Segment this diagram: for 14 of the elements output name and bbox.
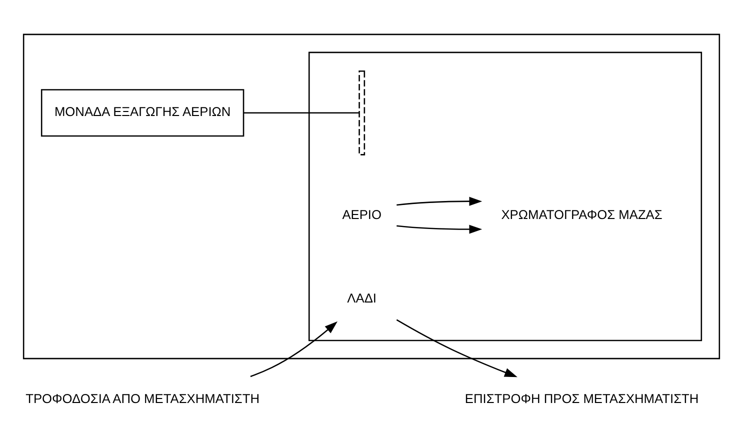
arrow (396, 319, 518, 378)
cluster (22, 34, 720, 360)
node-text: ΛΑΔΙ (347, 290, 377, 306)
arrow (250, 321, 338, 378)
arrow (396, 196, 482, 206)
node-text: ΑΕΡΙΟ (342, 207, 382, 222)
node-text: ΧΡΩΜΑΤΟΓΡΑΦΟΣ ΜΑΖΑΣ (501, 207, 662, 222)
connector (244, 112, 360, 114)
node-text: ΕΠΙΣΤΡΟΦΗ ΠΡΟΣ ΜΕΤΑΣΧΗΜΑΤΙΣΤΗ (464, 390, 699, 406)
node-box: ΜΟΝΑΔΑ ΕΞΑΓΩΓΗΣ ΑΕΡΙΩΝ (40, 89, 244, 137)
cluster (308, 52, 702, 342)
node-bar (358, 70, 366, 156)
node-text: ΤΡΟΦΟΔΟΣΙΑ ΑΠΟ ΜΕΤΑΣΧΗΜΑΤΙΣΤΗ (26, 390, 260, 406)
arrow (396, 224, 482, 234)
